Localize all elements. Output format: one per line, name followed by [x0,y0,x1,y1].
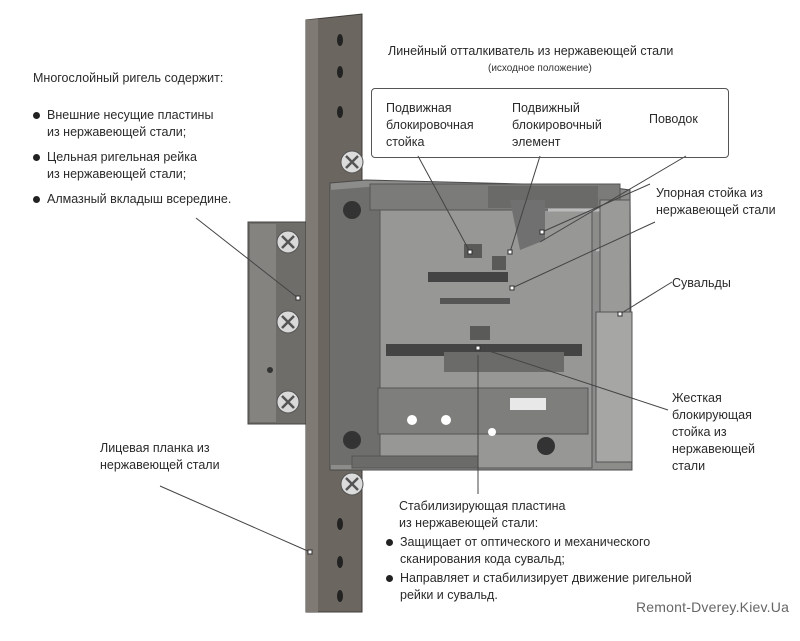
bullet-icon [33,112,40,119]
watermark: Remont-Dverey.Kiev.Ua [636,599,790,615]
bullet-icon [33,154,40,161]
bolt-screw-middle [276,310,300,334]
stabilizer-item-2: Направляет и стабилизирует движение риге… [386,570,716,604]
top-label-title: Линейный отталкиватель из нержавеющей ст… [388,44,674,58]
label-movable-post: Подвижная блокировочная стойка [386,101,474,149]
bullet-icon [386,575,393,582]
bolt-screw-top [276,230,300,254]
case-screw-top [340,150,364,174]
label-levers: Сувальды [672,276,731,290]
label-driver: Поводок [649,112,698,126]
label-faceplate: Лицевая планка из нержавеющей стали [100,441,220,472]
stabilizer-item-1: Защищает от оптического и механического … [386,534,716,568]
bullet-icon [33,196,40,203]
label-box [371,88,729,158]
case-screw-bottom [340,472,364,496]
label-rigid-post: Жесткая блокирующая стойка из нержавеюще… [672,391,756,473]
left-block: Многослойный ригель содержит: Внешние не… [33,70,273,208]
label-stop-post: Упорная стойка из нержавеющей стали [656,186,776,217]
left-item-3: Алмазный вкладыш всередине. [33,191,273,208]
bolt-screw-bottom [276,390,300,414]
label-movable-element: Подвижный блокировочный элемент [512,101,602,149]
left-item-1: Внешние несущие пластины из нержавеющей … [33,107,273,141]
left-block-title: Многослойный ригель содержит: [33,71,224,85]
bullet-icon [386,539,393,546]
stabilizer-block: Стабилизирующая пластина из нержавеющей … [386,498,716,604]
stabilizer-title: Стабилизирующая пластина из нержавеющей … [399,499,566,530]
left-item-2: Цельная ригельная рейка из нержавеющей с… [33,149,273,183]
top-label-subtitle: (исходное положение) [488,63,592,74]
